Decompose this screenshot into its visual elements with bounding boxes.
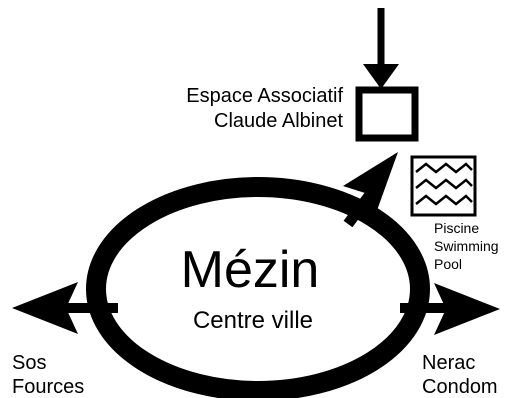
destination-west-line1: Sos xyxy=(12,352,46,374)
destination-west-line2: Fources xyxy=(12,376,84,398)
town-name: Mézin xyxy=(181,241,320,299)
destination-east-line1: Nerac xyxy=(422,352,475,374)
pool-label-line3: Pool xyxy=(434,256,462,272)
pool-label-line2: Swimming xyxy=(434,238,499,254)
swimming-pool-waves-icon xyxy=(410,155,477,217)
town-subtitle: Centre ville xyxy=(193,307,313,334)
arrow-into-building xyxy=(363,8,399,89)
town-centre-ring xyxy=(86,177,430,398)
pool-label-line1: Piscine xyxy=(434,220,479,236)
building-square-icon xyxy=(355,86,419,142)
association-label-line1: Espace Associatif xyxy=(186,85,343,107)
association-label-line2: Claude Albinet xyxy=(214,110,343,132)
destination-east-line2: Condom xyxy=(422,376,498,398)
